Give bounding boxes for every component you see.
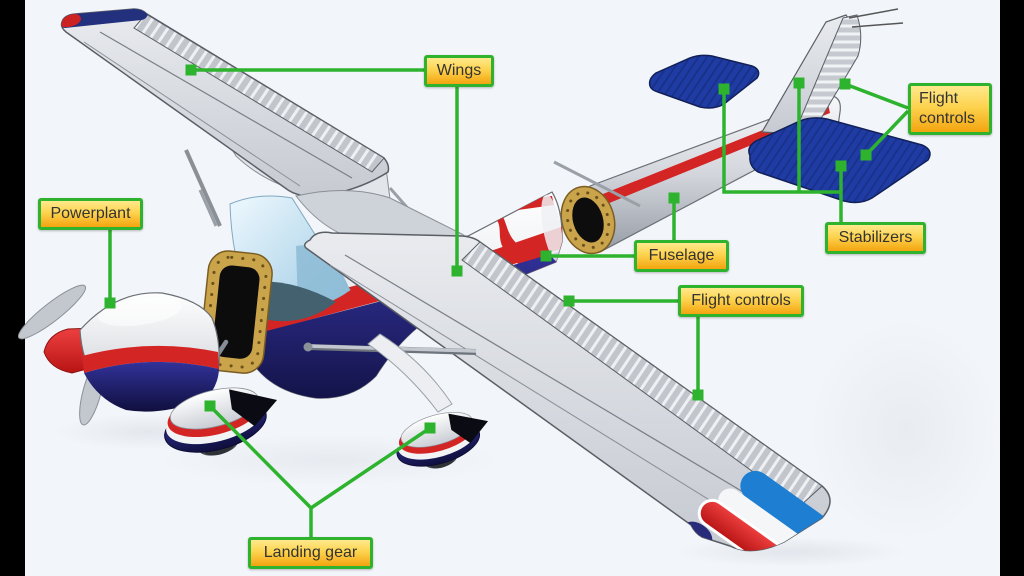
label-fuselage: Fuselage xyxy=(634,240,729,272)
wing-attach-strut xyxy=(553,160,641,208)
fin-tip-antenna xyxy=(848,8,899,19)
propeller-blade xyxy=(17,284,87,340)
firewall-bulkhead xyxy=(199,250,273,374)
cowl-red-stripe xyxy=(82,345,219,373)
marker-left-wing xyxy=(185,64,197,76)
wheel-pant-right xyxy=(396,412,489,469)
label-flight-controls-tail: Flight controls xyxy=(908,83,992,135)
main-gear-struts xyxy=(303,333,477,413)
connector-stabilizers-left xyxy=(722,89,841,194)
marker-elevator xyxy=(860,149,872,161)
cowl-belly xyxy=(84,361,219,412)
label-wings: Wings xyxy=(424,55,494,87)
left-wing-strut xyxy=(184,149,222,227)
connector-landinggear-right xyxy=(310,426,431,510)
label-stabilizers: Stabilizers xyxy=(825,222,926,254)
powerplant-cowling xyxy=(17,284,220,426)
label-powerplant: Powerplant xyxy=(38,198,143,230)
marker-stabilizer-right xyxy=(835,160,847,172)
wheel-pant-fin xyxy=(448,413,489,444)
label-flight-controls-wing: Flight controls xyxy=(678,285,804,317)
left-wing xyxy=(60,8,391,227)
connector-flightcontrols-rudder xyxy=(844,82,909,110)
right-wing xyxy=(303,231,831,552)
connector-markers xyxy=(104,64,872,434)
marker-wheel-right xyxy=(424,422,436,434)
connector-flightcontrols-elevator xyxy=(864,109,910,157)
wheel-pant-fin xyxy=(229,389,278,427)
marker-fuselage-front xyxy=(540,250,552,262)
marker-powerplant xyxy=(104,297,116,309)
tail-boom-bulkhead xyxy=(560,185,616,255)
fin-tip-antenna xyxy=(851,22,904,28)
label-landing-gear: Landing gear xyxy=(248,537,373,569)
marker-right-wing xyxy=(451,265,463,277)
marker-rudder xyxy=(839,78,851,90)
marker-tail-boom xyxy=(668,192,680,204)
left-wing-flight-control-surface xyxy=(133,13,385,173)
wing-attach-strut xyxy=(198,189,218,227)
marker-wheel-left xyxy=(204,400,216,412)
marker-aileron xyxy=(692,389,704,401)
marker-stabilizer-left xyxy=(718,83,730,95)
marker-flap xyxy=(563,295,575,307)
tail-section xyxy=(560,8,931,255)
gear-leg-fairing xyxy=(367,333,453,413)
connector-lines xyxy=(108,68,910,537)
marker-vertical-fin xyxy=(793,77,805,89)
